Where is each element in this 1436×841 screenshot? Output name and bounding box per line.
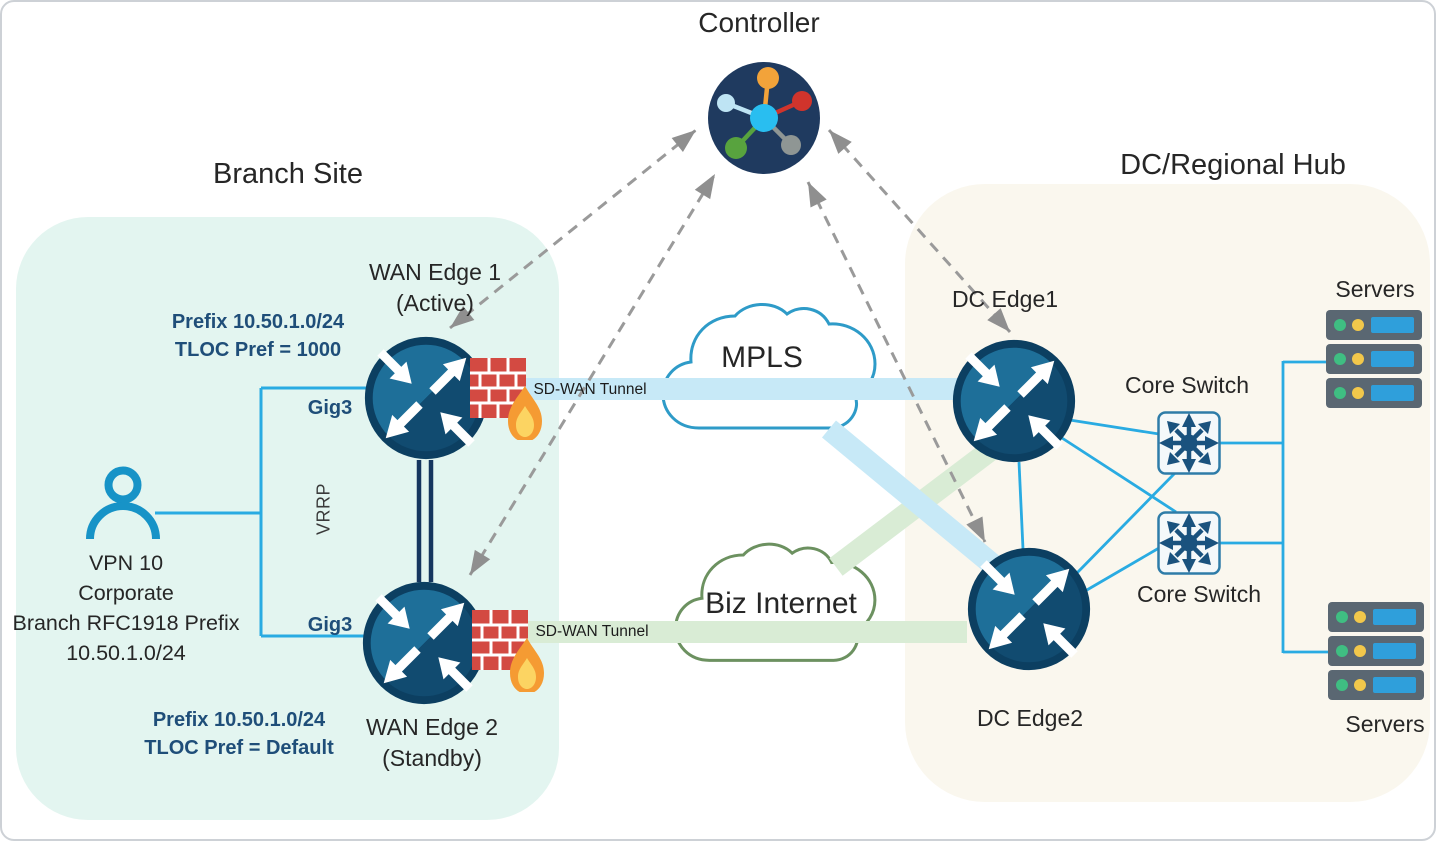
dc-lan-links bbox=[1017, 360, 1332, 654]
branch-lan-links bbox=[155, 386, 370, 638]
wan-edge2-tloc: TLOC Pref = Default bbox=[144, 737, 334, 759]
core-switch2-label: Core Switch bbox=[1137, 581, 1261, 607]
dashed-link-wanedge1-controller bbox=[449, 128, 697, 330]
wan-edge2-prefix: Prefix 10.50.1.0/24 bbox=[152, 709, 326, 731]
servers-bottom-label: Servers bbox=[1345, 711, 1425, 737]
core-switch1-icon bbox=[1159, 413, 1220, 474]
dc-edge2-router-icon bbox=[972, 552, 1086, 666]
wan-edge2-name: WAN Edge 2 bbox=[365, 714, 499, 740]
dashed-link-dcedge1-controller bbox=[827, 128, 1012, 334]
branch-site-title: Branch Site bbox=[213, 158, 363, 190]
wan-edge1-router-icon bbox=[369, 341, 483, 455]
wan-edge2-router-icon bbox=[367, 586, 481, 700]
tunnel-band-mpls-to-dcedge2 bbox=[822, 420, 1011, 583]
servers-top-icon bbox=[1326, 310, 1422, 408]
dc-hub-title: DC/Regional Hub bbox=[1120, 149, 1346, 181]
wan-edge2-label: WAN Edge 2 (Standby) bbox=[366, 712, 498, 774]
vrrp-label: VRRP bbox=[313, 482, 334, 536]
dc-edge2-label: DC Edge2 bbox=[976, 705, 1084, 731]
sdwan-tunnel-mpls-band bbox=[522, 378, 959, 400]
wan-edge1-tloc: TLOC Pref = 1000 bbox=[174, 339, 342, 361]
vrrp-link bbox=[416, 460, 434, 582]
wan-edge2-prefix-note: Prefix 10.50.1.0/24 TLOC Pref = Default bbox=[144, 706, 333, 762]
corporate-line: Corporate bbox=[78, 581, 174, 605]
dc-edge1-router-icon bbox=[957, 344, 1071, 458]
vpn-line: VPN 10 bbox=[88, 551, 164, 575]
sdwan-tunnel-biz-label: SD-WAN Tunnel bbox=[535, 623, 649, 640]
control-plane-dashed-links bbox=[449, 128, 1012, 576]
core-switch1-label: Core Switch bbox=[1125, 372, 1249, 398]
servers-top-label: Servers bbox=[1335, 276, 1415, 302]
core-switch2-icon bbox=[1159, 513, 1220, 574]
mpls-cloud-label: MPLS bbox=[721, 341, 803, 374]
control-plane-arrowheads bbox=[450, 130, 1010, 575]
controller-label: Controller bbox=[698, 7, 820, 38]
lan-prefix-line: 10.50.1.0/24 bbox=[66, 641, 186, 665]
dc-edge1-label: DC Edge1 bbox=[951, 286, 1059, 312]
dashed-link-wanedge2-controller bbox=[468, 173, 717, 576]
wan-edge1-prefix-note: Prefix 10.50.1.0/24 TLOC Pref = 1000 bbox=[172, 308, 344, 364]
sdwan-tunnel-biz-band bbox=[525, 621, 967, 643]
wan-edge1-state: (Active) bbox=[396, 290, 474, 316]
branch-lan-label: VPN 10 Corporate Branch RFC1918 Prefix 1… bbox=[12, 548, 239, 668]
controller-hub-icon bbox=[708, 62, 820, 174]
wan-edge2-state: (Standby) bbox=[382, 745, 482, 771]
sdwan-tunnel-mpls-label: SD-WAN Tunnel bbox=[533, 381, 647, 398]
wan-edge1-name: WAN Edge 1 bbox=[368, 259, 502, 285]
dashed-link-dcedge2-controller bbox=[806, 181, 987, 543]
user-icon bbox=[86, 466, 160, 540]
wan-edge1-prefix: Prefix 10.50.1.0/24 bbox=[171, 311, 345, 333]
wan-edge1-port-label: Gig3 bbox=[307, 397, 353, 419]
biz-internet-cloud-label: Biz Internet bbox=[705, 587, 857, 620]
wan-edge2-port-label: Gig3 bbox=[307, 614, 353, 636]
wan-edge1-label: WAN Edge 1 (Active) bbox=[369, 257, 501, 319]
servers-bottom-icon bbox=[1328, 602, 1424, 700]
rfc1918-line: Branch RFC1918 Prefix bbox=[12, 611, 240, 635]
firewall-icon-wan-edge1 bbox=[468, 356, 544, 440]
